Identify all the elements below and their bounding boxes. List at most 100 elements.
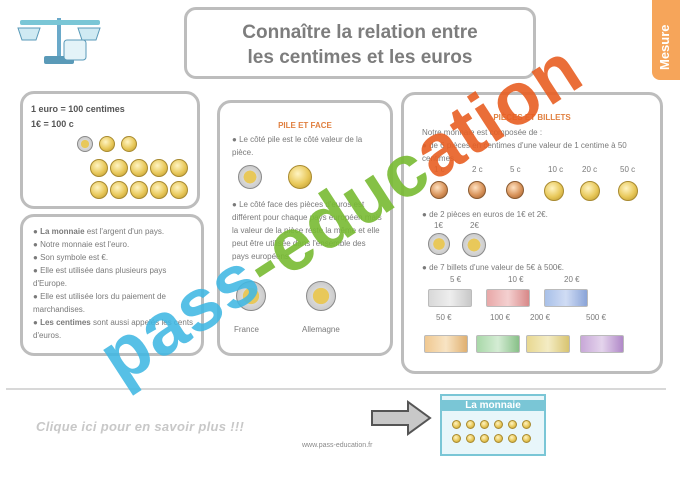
pile-face-heading: PILE ET FACE — [278, 121, 332, 130]
pieces-intro: Notre monnaie est composée de : — [422, 128, 543, 137]
list-item: ● Les centimes sont aussi appelés les ce… — [33, 318, 194, 340]
coin-pile-icon — [288, 165, 312, 189]
coin-icon — [90, 181, 108, 199]
subject-tab[interactable]: Mesure — [652, 0, 680, 80]
fact-text: Notre monnaie est l'euro. — [40, 240, 130, 249]
coin-germany-icon — [306, 281, 336, 311]
coin-icon — [508, 420, 517, 429]
page-title-line1: Connaître la relation entre — [242, 22, 478, 43]
fact-text: Elle est utilisée lors du paiement de ma… — [33, 292, 166, 314]
list-item: ● Notre monnaie est l'euro. — [33, 240, 130, 249]
scale-icon — [10, 10, 110, 68]
bill-200-euro — [526, 335, 570, 353]
coin-icon — [150, 181, 168, 199]
country-label: France — [234, 325, 259, 334]
coin-icon — [90, 159, 108, 177]
site-url[interactable]: www.pass-education.fr — [302, 442, 373, 449]
coin-icon — [121, 136, 137, 152]
coin-icon — [99, 136, 115, 152]
coin-france-icon — [236, 281, 266, 311]
subject-tab-label: Mesure — [657, 24, 672, 70]
coin-pile-icon — [238, 165, 262, 189]
list-item: ● Elle est utilisée lors du paiement de … — [33, 292, 166, 314]
coin-1-euro-icon — [428, 233, 450, 255]
coin-label: 1€ — [434, 221, 443, 230]
page-title-line2: les centimes et les euros — [247, 47, 473, 68]
fact-text: Elle est utilisée dans plusieurs pays d'… — [33, 266, 167, 288]
thumbnail-title: La monnaie — [442, 400, 544, 411]
coin-10c-icon — [544, 181, 564, 201]
coin-label: 5 c — [510, 165, 521, 174]
conversion-line1: 1 euro = 100 centimes — [31, 104, 125, 114]
bill-label: 500 € — [586, 313, 607, 322]
coin-icon — [480, 420, 489, 429]
divider — [6, 388, 666, 390]
coin-50c-icon — [618, 181, 638, 201]
bill-500-euro — [580, 335, 624, 353]
conversion-box: 1 euro = 100 centimes 1€ = 100 c — [20, 91, 200, 209]
pile-face-p2: ● Le côté face des pièces d'euros est di… — [232, 200, 382, 261]
list-item: ● Son symbole est €. — [33, 253, 109, 262]
list-item: ● La monnaie est l'argent d'un pays. — [33, 227, 165, 236]
pieces-heading: PIÈCES ET BILLETS — [493, 113, 571, 122]
coin-icon — [480, 434, 489, 443]
coin-2-euro-icon — [462, 233, 486, 257]
bill-5-euro — [428, 289, 472, 307]
coin-2c-icon — [468, 181, 486, 199]
pieces-b1-text: de 6 pièces en centimes d'une valeur de … — [422, 141, 627, 163]
bill-label: 50 € — [436, 313, 452, 322]
coin-5c-icon — [506, 181, 524, 199]
fact-text: Son symbole est €. — [40, 253, 109, 262]
conversion-line2: 1€ = 100 c — [31, 119, 74, 129]
bill-label: 100 € — [490, 313, 511, 322]
coin-icon — [150, 159, 168, 177]
coin-label: 1 c — [434, 165, 445, 174]
coin-icon — [130, 159, 148, 177]
pieces-b3-text: de 7 billets d'une valeur de 5€ à 500€. — [429, 263, 565, 272]
lesson-thumbnail[interactable]: La monnaie — [440, 394, 546, 456]
coin-icon — [110, 181, 128, 199]
country-label: Allemagne — [302, 325, 340, 334]
bill-100-euro — [476, 335, 520, 353]
pile-face-p1-text: Le côté pile est le côté valeur de la pi… — [232, 135, 363, 157]
coin-icon — [522, 420, 531, 429]
fact-text: sont aussi appelés les cents d'euros. — [33, 318, 194, 340]
coin-icon — [466, 434, 475, 443]
bill-label: 10 € — [508, 275, 524, 284]
coin-icon — [130, 181, 148, 199]
coin-icon — [170, 181, 188, 199]
coin-icon — [170, 159, 188, 177]
coin-label: 50 c — [620, 165, 636, 174]
facts-list: ● La monnaie est l'argent d'un pays. ● N… — [33, 225, 199, 342]
pieces-b3: ● de 7 billets d'une valeur de 5€ à 500€… — [422, 263, 565, 272]
list-item: ● Elle est utilisée dans plusieurs pays … — [33, 266, 167, 288]
coin-label: 20 c — [582, 165, 598, 174]
fact-bold: La monnaie — [40, 227, 85, 236]
pile-face-box: PILE ET FACE ● Le côté pile est le côté … — [217, 100, 393, 356]
bill-50-euro — [424, 335, 468, 353]
more-info-link[interactable]: Clique ici pour en savoir plus !!! — [36, 419, 245, 434]
coin-label: 2€ — [470, 221, 479, 230]
arrow-right-icon[interactable] — [370, 400, 432, 436]
coin-icon — [452, 434, 461, 443]
coin-label: 10 c — [548, 165, 564, 174]
title-box: Connaître la relation entre les centimes… — [184, 7, 536, 79]
pieces-b2: ● de 2 pièces en euros de 1€ et 2€. — [422, 210, 548, 219]
pile-face-p2-text: Le côté face des pièces d'euros est diff… — [232, 200, 382, 261]
pile-face-p1: ● Le côté pile est le côté valeur de la … — [232, 135, 363, 157]
coin-icon — [466, 420, 475, 429]
bill-label: 20 € — [564, 275, 580, 284]
coin-icon — [494, 420, 503, 429]
pieces-b1: ● de 6 pièces en centimes d'une valeur d… — [422, 141, 627, 163]
coin-20c-icon — [580, 181, 600, 201]
bill-label: 200 € — [530, 313, 551, 322]
coin-icon — [522, 434, 531, 443]
pieces-billets-box: PIÈCES ET BILLETS Notre monnaie est comp… — [401, 92, 663, 374]
bill-10-euro — [486, 289, 530, 307]
facts-box: ● La monnaie est l'argent d'un pays. ● N… — [20, 214, 204, 356]
euro-coin-icon — [77, 136, 93, 152]
fact-text: est l'argent d'un pays. — [84, 227, 165, 236]
coin-icon — [494, 434, 503, 443]
bill-20-euro — [544, 289, 588, 307]
coin-1c-icon — [430, 181, 448, 199]
